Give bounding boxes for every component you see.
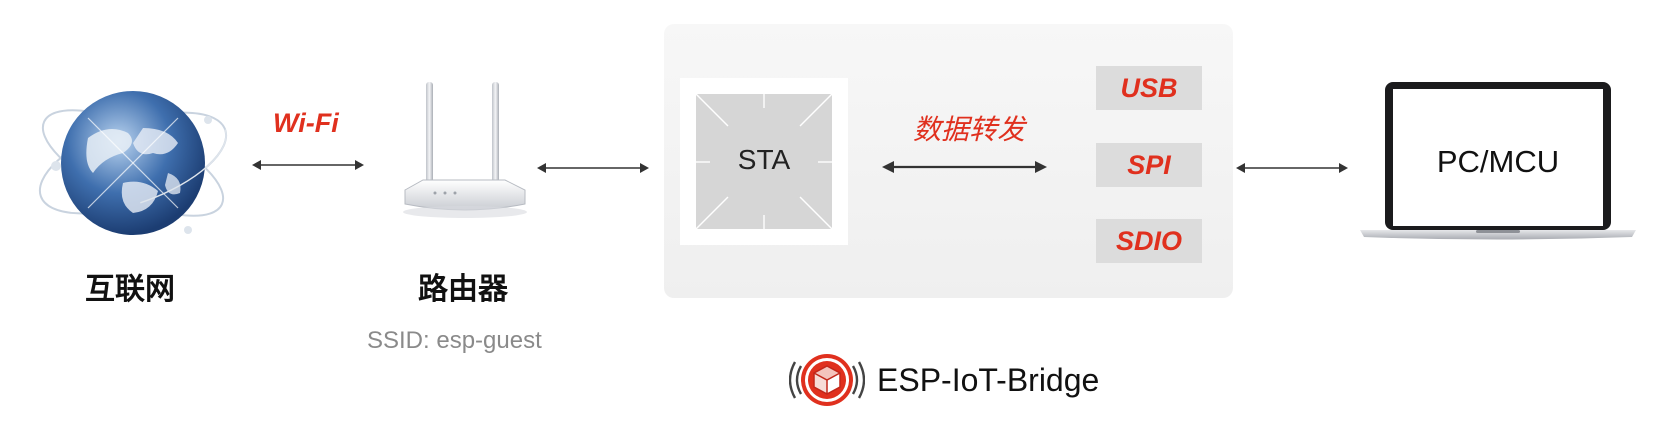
- bridge-pc-arrow: [1236, 163, 1348, 173]
- esp-iot-bridge-logo-icon: [789, 354, 865, 406]
- interface-usb: USB: [1096, 66, 1202, 110]
- router-bridge-arrow: [537, 163, 649, 173]
- interface-sdio: SDIO: [1096, 219, 1202, 263]
- router-ssid: SSID: esp-guest: [367, 327, 542, 354]
- router-icon: [403, 82, 527, 218]
- wifi-double-arrow: [252, 160, 364, 170]
- internet-label: 互联网: [85, 272, 175, 307]
- router-label: 路由器: [418, 272, 508, 307]
- interface-spi: SPI: [1096, 143, 1202, 187]
- wifi-label: Wi-Fi: [273, 108, 339, 138]
- sta-chip: STA: [680, 78, 848, 245]
- brand-name: ESP-IoT-Bridge: [877, 362, 1100, 398]
- data-forward-arrow: [882, 161, 1047, 173]
- pc-mcu-label: PC/MCU: [1436, 144, 1560, 179]
- laptop-icon: [1360, 82, 1636, 240]
- data-forward-label: 数据转发: [913, 113, 1026, 146]
- globe-icon: [38, 91, 228, 235]
- sta-label: STA: [737, 144, 791, 175]
